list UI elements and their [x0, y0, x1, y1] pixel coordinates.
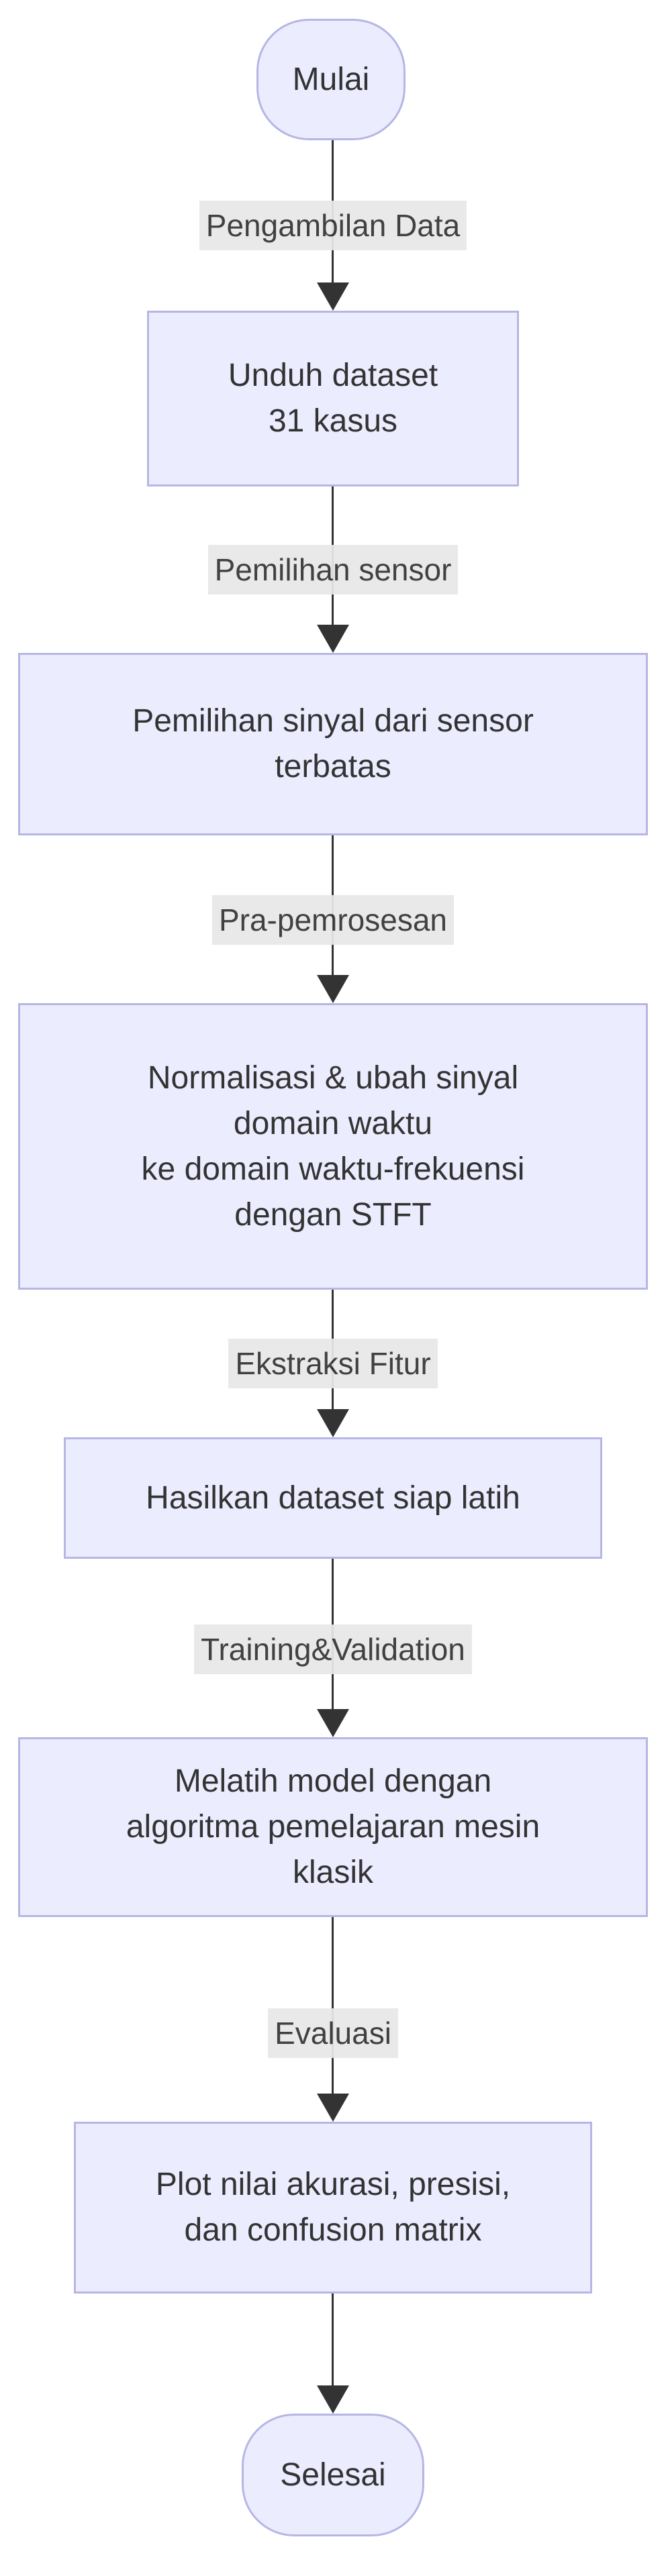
flow-node-signal-selection: Pemilihan sinyal dari sensor terbatas: [18, 653, 648, 835]
node-label-line: ke domain waktu-frekuensi: [141, 1151, 525, 1187]
flow-node-end: Selesai: [242, 2414, 424, 2536]
flow-node-start: Mulai: [256, 19, 406, 140]
node-label-line: Plot nilai akurasi, presisi,: [155, 2167, 511, 2202]
arrowhead-down-icon: [317, 1409, 349, 1437]
node-label-line: 31 kasus: [268, 403, 398, 439]
edge-label-row: Ekstraksi Fitur: [0, 1339, 666, 1388]
flow-node-preprocessing: Normalisasi & ubah sinyal domain waktu k…: [18, 1003, 648, 1290]
node-label-line: klasik: [292, 1855, 374, 1890]
node-label-line: dengan STFT: [234, 1196, 432, 1233]
node-label: Hasilkan dataset siap latih: [146, 1480, 520, 1516]
flow-node-dataset-ready: Hasilkan dataset siap latih: [64, 1437, 602, 1559]
arrowhead-down-icon: [317, 282, 349, 311]
arrowhead-down-icon: [317, 625, 349, 653]
edge-label-pengambilan-data: Pengambilan Data: [199, 201, 467, 250]
edge-label-training-validation: Training&Validation: [194, 1625, 472, 1674]
arrowhead-down-icon: [317, 1709, 349, 1737]
node-label-line: dan confusion matrix: [184, 2212, 482, 2248]
flow-node-train-model: Melatih model dengan algoritma pemelajar…: [18, 1737, 648, 1917]
flow-node-plot-results: Plot nilai akurasi, presisi, dan confusi…: [74, 2122, 592, 2294]
edge-label-row: Pengambilan Data: [0, 201, 666, 250]
edge-label-evaluasi: Evaluasi: [268, 2008, 398, 2058]
edge-label-pra-pemrosesan: Pra-pemrosesan: [211, 895, 455, 945]
node-label-line: domain waktu: [233, 1105, 433, 1141]
node-label: Mulai: [292, 61, 370, 97]
edge-label-ekstraksi-fitur: Ekstraksi Fitur: [228, 1339, 438, 1388]
node-label: Selesai: [280, 2457, 386, 2493]
edge-line-6: [332, 1917, 334, 2096]
edge-label-row: Evaluasi: [0, 2008, 666, 2058]
node-label-line: Melatih model dengan: [174, 1763, 492, 1799]
node-label-line: terbatas: [275, 749, 391, 784]
arrowhead-down-icon: [317, 2385, 349, 2414]
edge-label-pemilihan-sensor: Pemilihan sensor: [207, 545, 459, 595]
node-label-line: algoritma pemelajaran mesin: [126, 1809, 540, 1845]
node-label-line: Unduh dataset: [228, 358, 438, 393]
node-label-line: Normalisasi & ubah sinyal: [147, 1060, 519, 1096]
flow-node-download-dataset: Unduh dataset 31 kasus: [147, 311, 519, 486]
edge-label-row: Pemilihan sensor: [0, 545, 666, 595]
arrowhead-down-icon: [317, 975, 349, 1003]
node-label-line: Pemilihan sinyal dari sensor: [132, 703, 534, 739]
edge-label-row: Training&Validation: [0, 1625, 666, 1674]
arrowhead-down-icon: [317, 2094, 349, 2122]
edge-line-7: [332, 2294, 334, 2388]
edge-label-row: Pra-pemrosesan: [0, 895, 666, 945]
